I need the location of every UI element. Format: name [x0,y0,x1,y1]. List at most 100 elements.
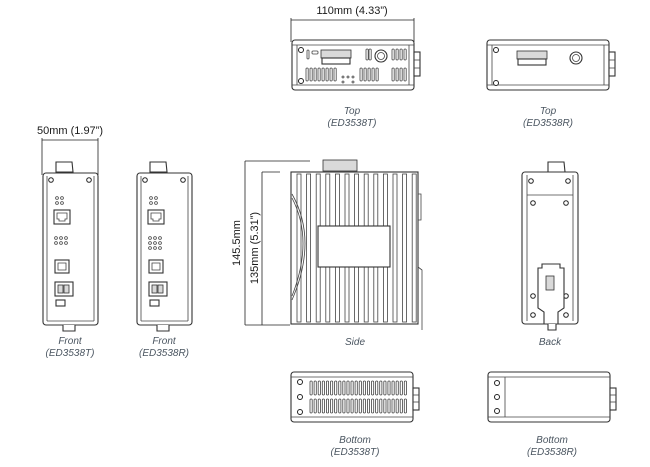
side-view: 145.5mm 135mm (5.31”) Side [231,159,423,348]
screw-icon [563,200,569,206]
rj45-port-icon [53,209,71,225]
top-view-r: Top (ED3538R) [486,39,616,129]
vent-slot [313,398,317,414]
back-label: Back [539,337,562,348]
vent-slot [387,398,391,414]
length-dimension-label: 110mm (4.33”) [316,5,387,17]
screw-icon [494,380,500,386]
front-r-model: (ED3538R) [139,348,189,359]
vent-slot [395,48,399,61]
top-r-label: Top [540,106,557,117]
total-height-label: 145.5mm [231,220,243,266]
bottom-t-label: Bottom [339,435,371,446]
vent-slot [329,67,333,82]
width-dimension-label: 50mm (1.97”) [37,125,103,137]
vent-slot [321,398,325,414]
terminal-block [322,159,358,172]
vent-slot [334,398,338,414]
top-r-model: (ED3538R) [523,118,573,129]
screw-icon [142,177,148,183]
front-r-label: Front [152,336,177,347]
vent-slot [365,48,369,61]
screw-icon [493,47,499,53]
bottom-t-model: (ED3538T) [331,447,380,458]
screw-icon [530,200,536,206]
front-t-model: (ED3538T) [46,348,95,359]
screw-icon [297,394,303,400]
back-view: Back [521,161,579,348]
vent-slot [391,398,395,414]
vent-slot [325,398,329,414]
vent-slot [317,398,321,414]
screw-icon [563,312,569,318]
dimension-length: 110mm (4.33”) [290,5,415,42]
screw-icon [297,379,303,385]
vent-slot [333,67,337,82]
vent-slot [371,67,375,82]
vent-slot [391,48,395,61]
vent-slot [399,398,403,414]
cooling-fin [411,173,417,323]
vent-slot [362,380,366,396]
vent-slot [395,398,399,414]
label-plate [317,225,391,268]
vent-slot [362,398,366,414]
vent-slot [342,398,346,414]
vent-slot [346,380,350,396]
din-clip [537,263,565,325]
vent-slot [330,398,334,414]
vent-slot [317,67,321,82]
power-connector-icon [569,51,583,65]
vent-slot [371,380,375,396]
vent-slot [387,380,391,396]
vent-slot [399,67,403,82]
bottom-view-t: Bottom (ED3538T) [290,371,420,458]
vent-slot [395,67,399,82]
screw-icon [528,178,534,184]
vent-slot [342,380,346,396]
vent-slot [354,398,358,414]
vent-slot [371,398,375,414]
vent-slot [403,398,407,414]
bottom-r-label: Bottom [536,435,568,446]
vent-slot [399,48,403,61]
vent-slot [363,67,367,82]
screw-icon [494,394,500,400]
vent-slot [383,380,387,396]
vent-slot [309,398,313,414]
vent-slot [395,380,399,396]
dimension-height: 145.5mm 135mm (5.31”) [231,160,310,326]
vent-slot [358,398,362,414]
vent-slot [366,398,370,414]
screw-icon [180,177,186,183]
cooling-fin [402,173,408,323]
vent-slot [309,380,313,396]
vent-slot [330,380,334,396]
vent-slot [358,380,362,396]
vent-slot [321,67,325,82]
top-t-model: (ED3538T) [328,118,377,129]
bottom-r-model: (ED3538R) [527,447,577,458]
vent-slot [359,67,363,82]
body-height-label: 135mm (5.31”) [249,212,261,284]
cooling-fin [296,173,302,323]
port-icon [148,259,164,274]
vent-slot [366,380,370,396]
power-connector-icon [374,49,388,63]
vent-slot [375,398,379,414]
vent-slot [346,398,350,414]
vent-slot [379,398,383,414]
screw-icon [298,78,304,84]
screw-icon [530,312,536,318]
cooling-fin [306,173,312,323]
vent-slot [403,380,407,396]
vent-slot [383,398,387,414]
vent-slot [338,380,342,396]
top-view-t: 110mm (4.33”) Top (ED3538T) [290,5,421,129]
vent-slot [368,48,372,61]
screw-icon [297,409,303,415]
front-view-t: 50mm (1.97”) Front (ED3538T) [37,125,103,359]
vent-slot [317,380,321,396]
vent-slot [399,380,403,396]
